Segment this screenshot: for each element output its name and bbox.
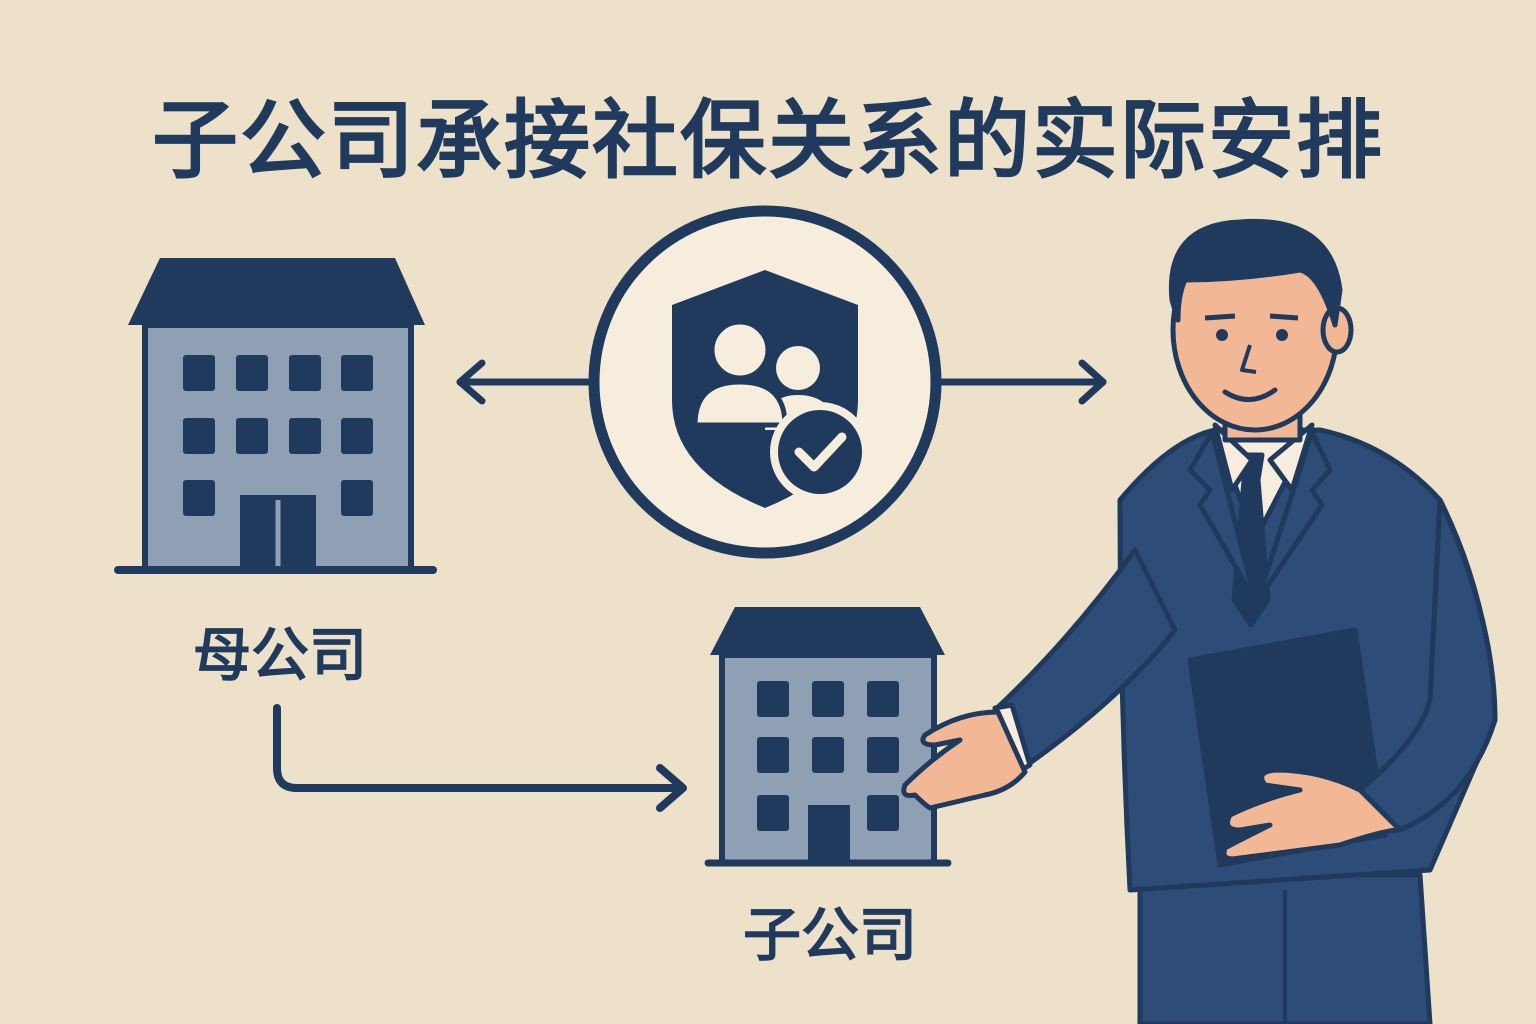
page-title: 子公司承接社保关系的实际安排 xyxy=(152,91,1384,191)
parent-company-label: 母公司 xyxy=(192,621,367,689)
businessman-icon xyxy=(901,218,1498,1024)
parent-company-building-icon xyxy=(114,258,437,574)
subsidiary-building-icon xyxy=(704,607,952,867)
subsidiary-label: 子公司 xyxy=(742,901,917,969)
bidirectional-arrow-icon xyxy=(456,359,1107,405)
social-security-shield-icon xyxy=(588,205,942,559)
parent-to-subsidiary-arrow-icon xyxy=(273,704,687,812)
